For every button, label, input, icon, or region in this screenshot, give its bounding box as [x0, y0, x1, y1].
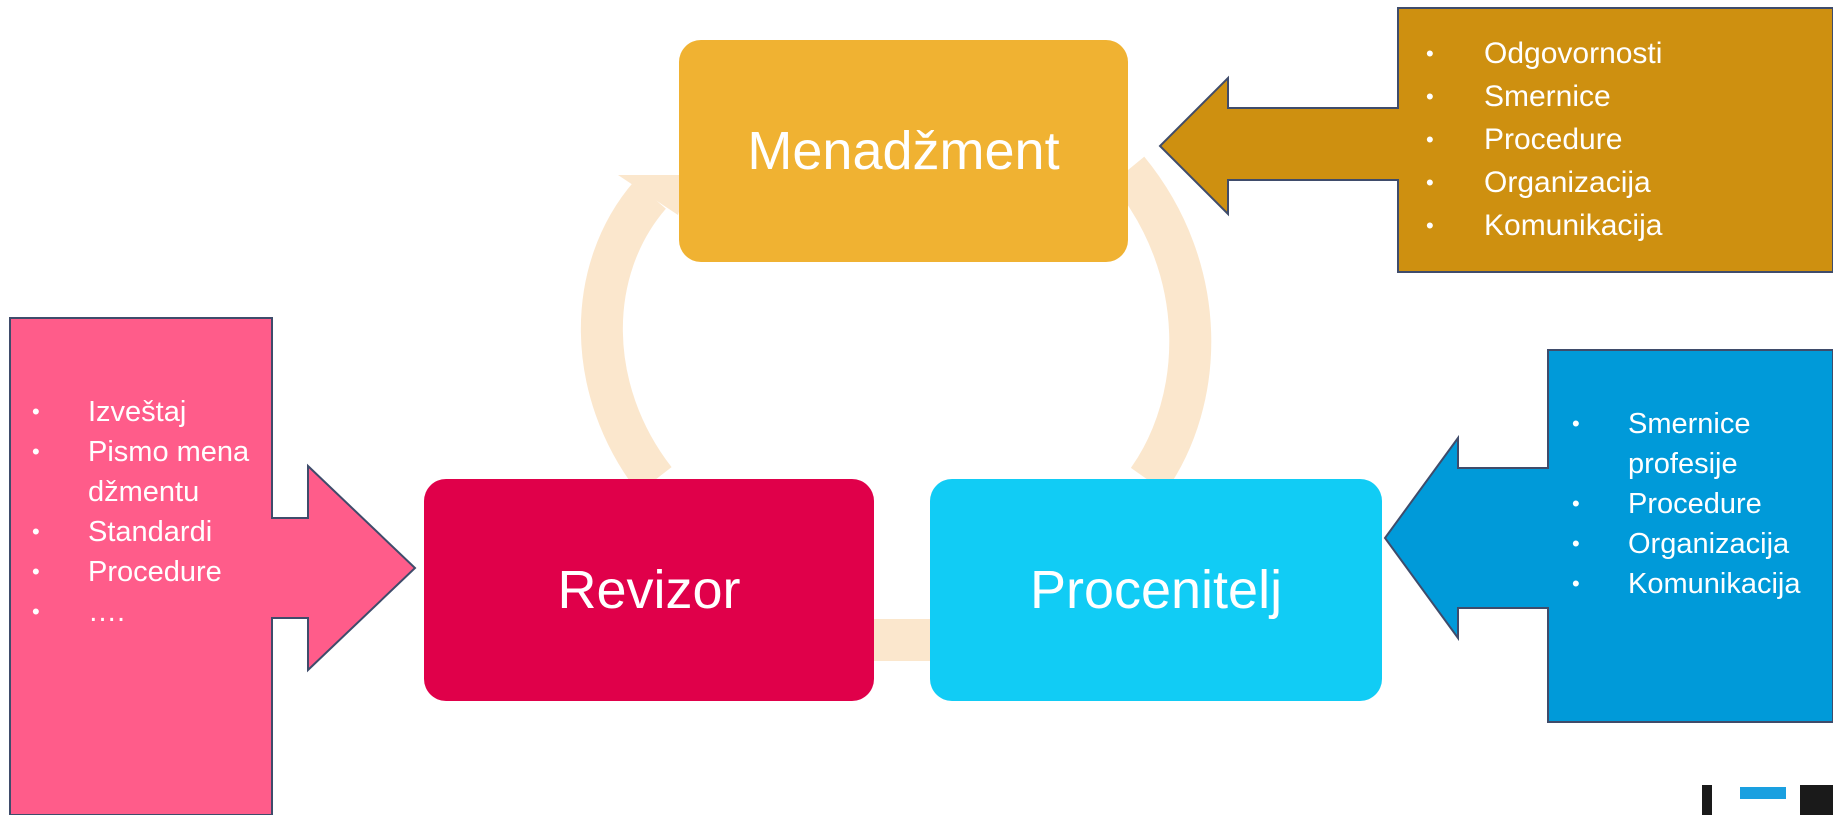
auditor-item: Procedure	[10, 552, 250, 592]
auditor-node-label: Revizor	[557, 560, 741, 620]
cycle-arrowhead	[618, 175, 690, 215]
auditor-item: Izveštaj	[10, 392, 250, 432]
cycle-ring-right-arc	[1111, 156, 1212, 493]
auditor-item: ….	[10, 592, 250, 632]
assessor-item: Smernice profesije	[1548, 404, 1816, 484]
management-node[interactable]: Menadžment	[679, 40, 1128, 262]
assessor-item: Organizacija	[1548, 524, 1816, 564]
assessor-callout-list: Smernice profesije Procedure Organizacij…	[1548, 404, 1816, 604]
management-item: Procedure	[1398, 118, 1833, 161]
auditor-item: Standardi	[10, 512, 250, 552]
logo	[1702, 785, 1833, 815]
auditor-item: Pismo menadžmentu	[10, 432, 250, 512]
assessor-item: Procedure	[1548, 484, 1816, 524]
management-node-label: Menadžment	[747, 121, 1060, 181]
management-item: Smernice	[1398, 75, 1833, 118]
management-item: Organizacija	[1398, 161, 1833, 204]
auditor-node[interactable]: Revizor	[424, 479, 874, 701]
logo-mark	[1800, 785, 1833, 815]
cycle-ring-left-arc	[580, 181, 672, 493]
auditor-callout-list: Izveštaj Pismo menadžmentu Standardi Pro…	[10, 392, 250, 632]
assessor-item: Komunikacija	[1548, 564, 1816, 604]
logo-stripe	[1740, 787, 1786, 799]
management-item: Odgovornosti	[1398, 32, 1833, 75]
assessor-node-label: Procenitelj	[1029, 560, 1283, 620]
management-item: Komunikacija	[1398, 204, 1833, 247]
logo-bar	[1702, 785, 1712, 815]
management-callout-list: Odgovornosti Smernice Procedure Organiza…	[1398, 32, 1833, 247]
assessor-node[interactable]: Procenitelj	[930, 479, 1382, 701]
